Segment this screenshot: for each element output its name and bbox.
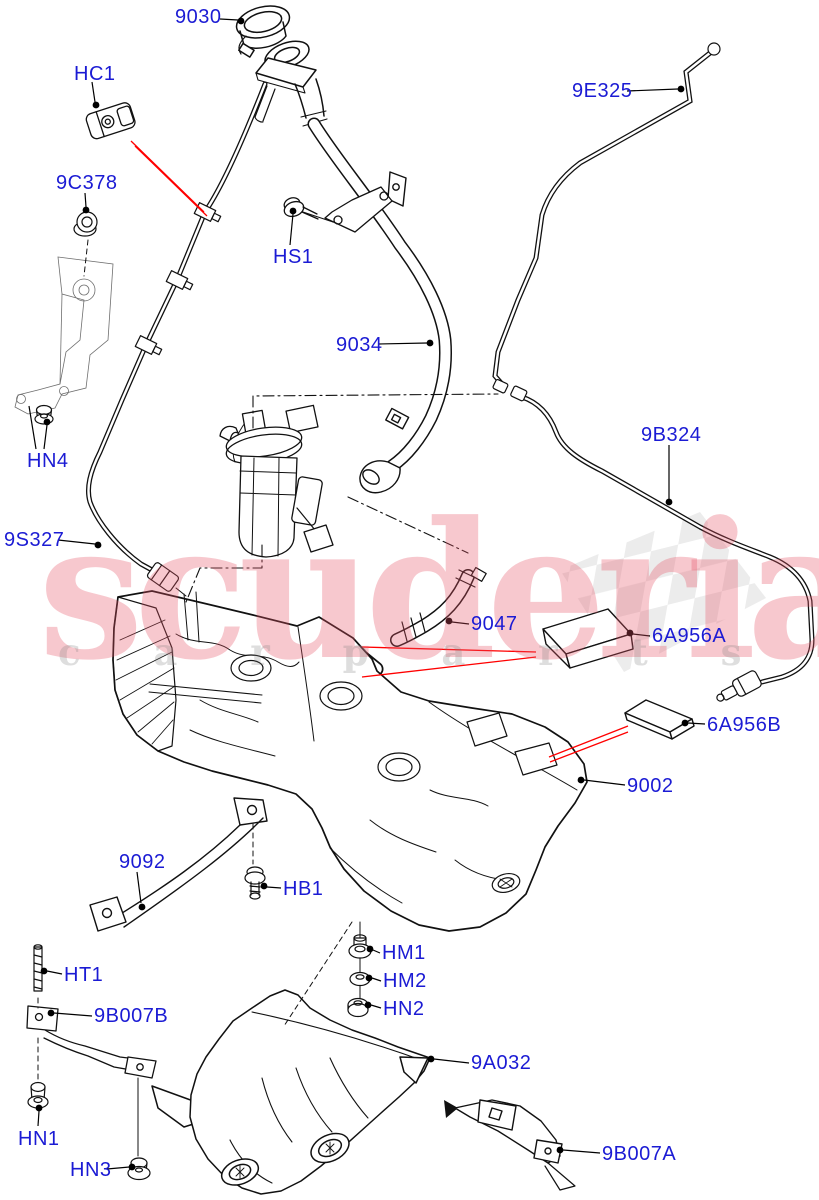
red-callout-lines (130, 140, 629, 763)
part-label-9e325[interactable]: 9E325 (572, 80, 633, 102)
bracket-9b007a (454, 1099, 576, 1191)
tank-strap (89, 797, 268, 932)
ghost-bracket (14, 256, 114, 415)
part-label-9092[interactable]: 9092 (119, 851, 166, 873)
part-label-hc1[interactable]: HC1 (74, 63, 116, 85)
hb1-bolt (244, 866, 266, 900)
part-label-hn3[interactable]: HN3 (70, 1159, 112, 1181)
hn1-nut (27, 1081, 49, 1109)
9c378-grommet (73, 211, 98, 237)
part-label-6a956a[interactable]: 6A956A (652, 625, 727, 647)
fuel-pump-module (219, 404, 334, 558)
fuel-tank (112, 590, 588, 932)
part-label-9047[interactable]: 9047 (471, 613, 518, 635)
part-label-hs1[interactable]: HS1 (273, 246, 314, 268)
part-label-ht1[interactable]: HT1 (64, 964, 104, 986)
part-label-9030[interactable]: 9030 (175, 6, 222, 28)
part-label-9c378[interactable]: 9C378 (56, 172, 118, 194)
filler-pipe (307, 117, 452, 494)
fuel-line-9b324 (510, 385, 815, 702)
hm2-washer (349, 971, 371, 987)
part-label-hn4[interactable]: HN4 (27, 450, 69, 472)
part-label-9002[interactable]: 9002 (627, 775, 674, 797)
part-label-hm2[interactable]: HM2 (383, 970, 427, 992)
part-label-hb1[interactable]: HB1 (283, 878, 324, 900)
part-label-hn1[interactable]: HN1 (18, 1128, 60, 1150)
locator-lines (185, 393, 499, 603)
part-label-9034[interactable]: 9034 (336, 334, 383, 356)
leader-lines (28, 17, 706, 1171)
part-label-6a956b[interactable]: 6A956B (707, 714, 782, 736)
ht1-stud (33, 944, 43, 992)
filler-neck (254, 40, 328, 127)
heat-shield-9a032 (151, 989, 458, 1195)
vapour-tube-9e325 (492, 42, 721, 394)
part-label-9s327[interactable]: 9S327 (4, 529, 65, 551)
part-label-9b007a[interactable]: 9B007A (602, 1143, 677, 1165)
filler-hose-9047 (352, 566, 487, 677)
tank-pad-6a956a (542, 608, 634, 669)
alignment-dashes (37, 239, 353, 1081)
part-label-hm1[interactable]: HM1 (382, 942, 426, 964)
part-label-hn2[interactable]: HN2 (383, 998, 425, 1020)
hc1-clip (85, 102, 136, 140)
fuel-filler-cap (235, 5, 291, 58)
vent-pipe-9s327 (85, 81, 268, 597)
part-label-9a032[interactable]: 9A032 (471, 1052, 532, 1074)
tank-pad-6a956b (624, 699, 695, 740)
hn2-nut (347, 997, 369, 1018)
hs1-bolt-and-bracket (283, 186, 393, 233)
part-label-9b007b[interactable]: 9B007B (94, 1005, 169, 1027)
part-label-9b324[interactable]: 9B324 (641, 424, 702, 446)
